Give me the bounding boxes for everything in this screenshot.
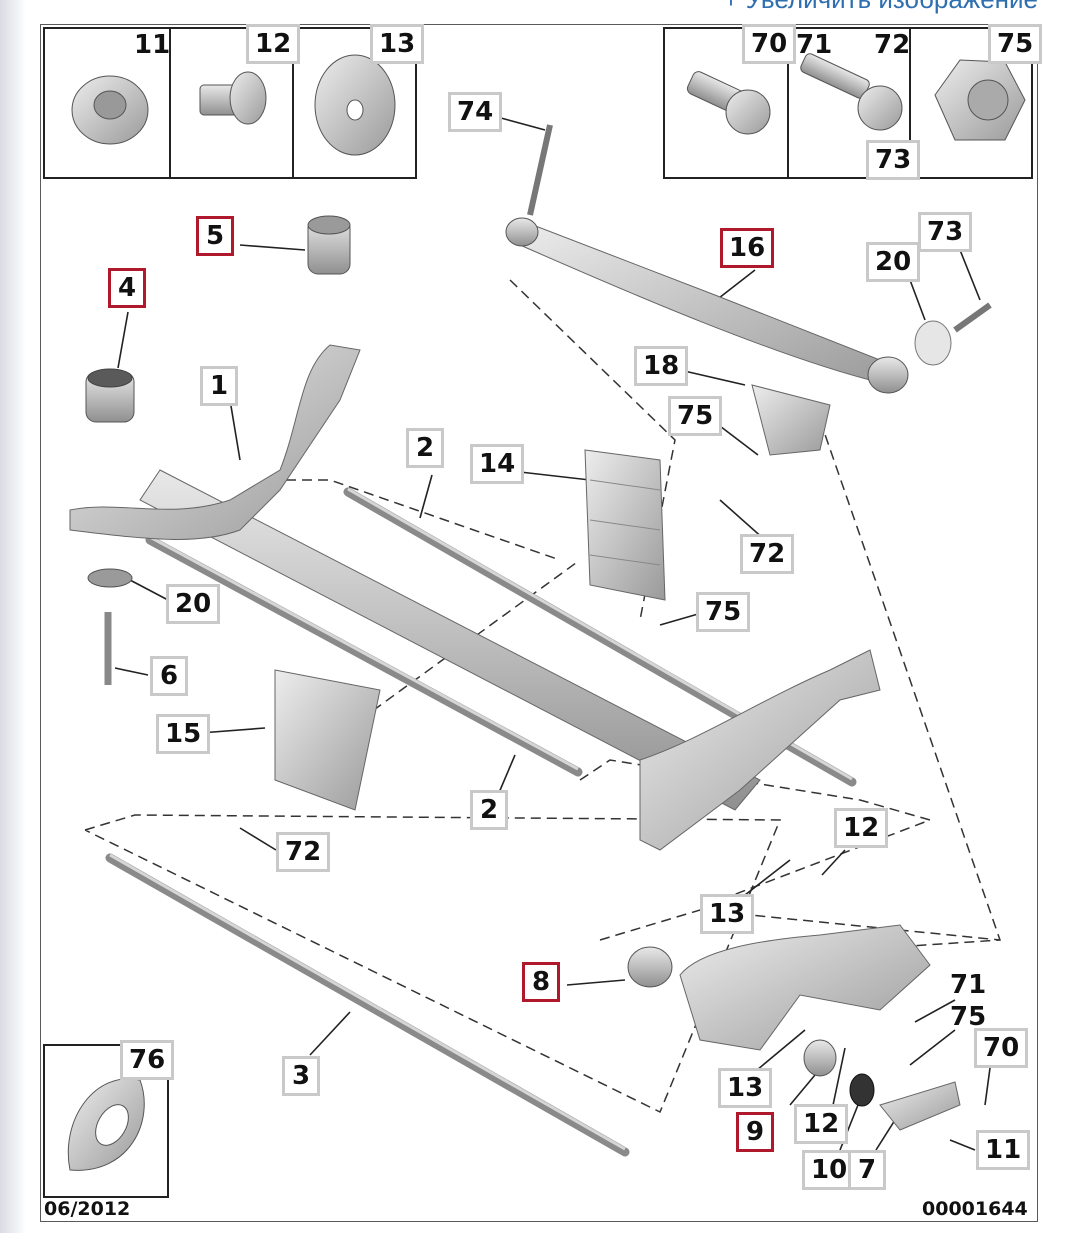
callout-13-inset: 13 — [370, 24, 425, 64]
callout-20-top: 20 — [866, 242, 921, 282]
callout-13-mid: 13 — [700, 894, 755, 934]
callout-12-lower: 12 — [794, 1104, 849, 1144]
callout-73-inset: 73 — [866, 140, 921, 180]
callout-4: 4 — [108, 268, 146, 308]
callout-10: 10 — [802, 1150, 857, 1190]
callout-12-inset: 12 — [246, 24, 301, 64]
callout-15: 15 — [156, 714, 211, 754]
bolt-icon-70 — [686, 71, 771, 135]
bushing-4 — [85, 368, 135, 423]
callout-76: 76 — [120, 1040, 175, 1080]
heat-shield-15 — [274, 669, 381, 811]
inset-box-76 — [43, 1044, 169, 1198]
bushing-5 — [307, 215, 351, 275]
leader-lines — [114, 114, 991, 1151]
callout-6: 6 — [150, 656, 188, 696]
callout-70-lower: 70 — [974, 1028, 1029, 1068]
axle-beam-1 — [69, 344, 881, 851]
callout-8: 8 — [522, 962, 560, 1002]
nut-icon-75 — [934, 59, 1026, 141]
heat-shield-14 — [584, 449, 666, 601]
bolt-icon-71-72 — [800, 53, 903, 131]
callout-75-lower: 75 — [950, 1002, 987, 1032]
left-scroll-gutter — [0, 0, 26, 1233]
washer-icon-13 — [314, 54, 396, 156]
callout-75-inset: 75 — [988, 24, 1043, 64]
callout-72-left: 72 — [276, 832, 331, 872]
screw-icon-12 — [199, 71, 267, 125]
bolt-73-top — [953, 302, 992, 333]
callout-72-right: 72 — [740, 534, 795, 574]
washer-20-left — [87, 568, 133, 588]
callout-2-lower: 2 — [470, 790, 508, 830]
callout-11-inset: 11 — [134, 30, 171, 60]
enlarge-image-link[interactable]: + Увеличить изображение — [723, 0, 1038, 15]
callout-73-top: 73 — [918, 212, 973, 252]
torsion-bar-3 — [105, 853, 630, 1157]
stub-axle-7 — [879, 1081, 961, 1131]
diagram-frame — [40, 24, 1038, 1222]
footer-code: 00001644 — [922, 1198, 1028, 1220]
callout-74: 74 — [448, 92, 503, 132]
callout-3: 3 — [282, 1056, 320, 1096]
trailing-arm-assembly — [627, 924, 931, 1051]
callout-7: 7 — [848, 1150, 886, 1190]
callout-72-inset: 72 — [874, 30, 911, 60]
callout-75-mid: 75 — [696, 592, 751, 632]
callout-1: 1 — [200, 366, 238, 406]
callout-20-left: 20 — [166, 584, 221, 624]
callout-11-lower: 11 — [976, 1130, 1031, 1170]
callout-14: 14 — [470, 444, 525, 484]
callout-9: 9 — [736, 1112, 774, 1152]
washer-20-top — [914, 320, 952, 366]
callout-75-upper: 75 — [668, 396, 723, 436]
callout-12-mid: 12 — [834, 808, 889, 848]
callout-18: 18 — [634, 346, 689, 386]
bearing-9 — [803, 1039, 837, 1077]
callout-16: 16 — [720, 228, 775, 268]
footer-date: 06/2012 — [44, 1198, 131, 1220]
bracket-18 — [751, 384, 831, 456]
callout-2-upper: 2 — [406, 428, 444, 468]
bump-stop-icon-76 — [67, 1078, 145, 1171]
callout-13-lower: 13 — [718, 1068, 773, 1108]
plug-icon-11 — [71, 75, 149, 145]
callout-71-inset: 71 — [796, 30, 833, 60]
seal-10 — [849, 1073, 875, 1107]
callout-70-inset: 70 — [742, 24, 797, 64]
panhard-rod-16 — [505, 124, 909, 394]
callout-5: 5 — [196, 216, 234, 256]
anti-roll-bar-2-lower — [145, 535, 583, 777]
callout-71-lower: 71 — [950, 970, 987, 1000]
